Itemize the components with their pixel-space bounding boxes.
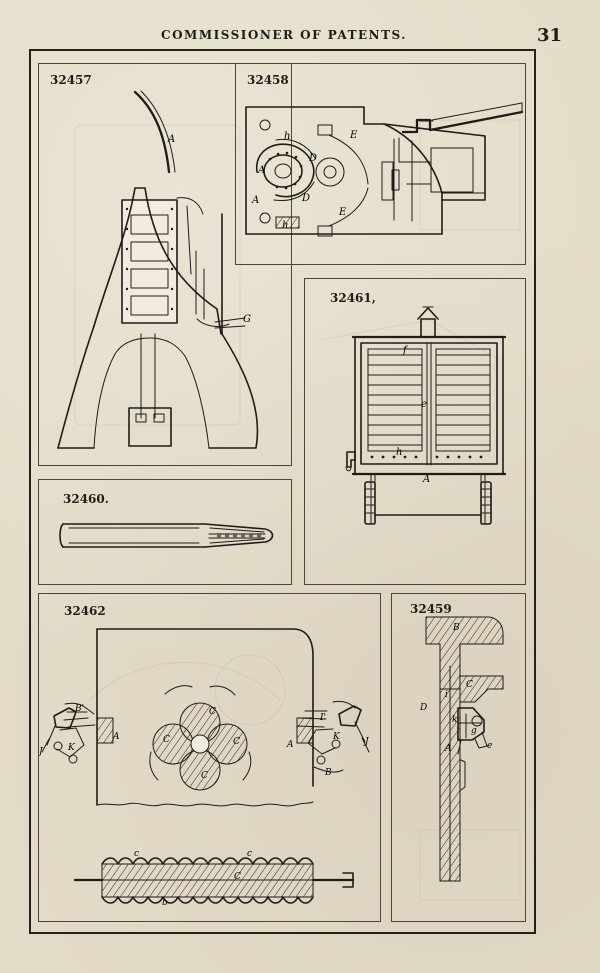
figure-32458-letter-d-top: D bbox=[308, 153, 317, 164]
figure-32457-letter-a: A bbox=[167, 134, 175, 145]
figure-number-32457: 32457 bbox=[50, 73, 92, 87]
figure-32462-letter-a-left: A bbox=[112, 732, 120, 742]
figure-32461-letter-h: h bbox=[396, 447, 402, 458]
figure-32458-letter-e-bottom: E bbox=[338, 207, 347, 218]
figure-32459-letter-i: i bbox=[445, 690, 448, 700]
figure-32460-illustration bbox=[59, 523, 274, 548]
figure-32462-letter-a-right: A bbox=[286, 740, 294, 750]
figure-panel-32462: 32462 bbox=[38, 593, 381, 922]
header-title: COMMISSIONER OF PATENTS. bbox=[161, 28, 407, 42]
figure-panel-32461: 32461, bbox=[304, 278, 526, 585]
figure-32462-letter-k-right: K bbox=[332, 732, 341, 742]
figure-32462-letter-c-top: C bbox=[209, 707, 216, 717]
figure-32459-letter-b: B bbox=[452, 623, 460, 633]
figure-32457-letter-g: G bbox=[243, 314, 251, 325]
figure-32462-letter-b-lower: b bbox=[162, 898, 168, 908]
figure-32459-letter-a: A bbox=[444, 744, 452, 754]
figure-number-32461: 32461, bbox=[330, 291, 376, 305]
page-header: COMMISSIONER OF PATENTS. 31 bbox=[30, 25, 562, 48]
figure-32461-illustration: f e h A bbox=[345, 306, 507, 525]
figure-panel-32459: 32459 B C D i k g A e bbox=[391, 593, 526, 922]
figure-32458-letter-h-bottom: h bbox=[282, 220, 288, 231]
figure-32462-letter-c-right: C bbox=[233, 737, 240, 747]
figure-32462-letter-j-left: J bbox=[38, 747, 44, 757]
figure-32457-illustration: A bbox=[57, 90, 259, 449]
figure-32462-letter-c-roller: C bbox=[234, 872, 241, 882]
figure-32458-letter-a-bottom: A bbox=[251, 195, 259, 206]
figure-panel-32457: 32457 A bbox=[38, 63, 292, 466]
figure-32462-letter-i-prime: I' bbox=[319, 713, 326, 723]
figure-32462-letter-c-lower-left: c bbox=[134, 849, 139, 859]
page-number: 31 bbox=[536, 25, 562, 46]
figure-32458-illustration: h E D A A D E h bbox=[245, 102, 524, 237]
figure-32459-illustration: B C D i k g A e bbox=[419, 616, 504, 882]
figure-32459-letter-c: C bbox=[466, 680, 473, 690]
figure-32458-letter-a-left: A bbox=[257, 165, 265, 176]
figure-32462-letter-b-right: B bbox=[324, 768, 332, 778]
figure-32461-letter-f: f bbox=[402, 345, 409, 356]
figure-32459-letter-e: e bbox=[487, 741, 492, 751]
figure-32461-letter-e: e bbox=[421, 399, 427, 410]
figure-32458-letter-d-bottom: D bbox=[301, 193, 310, 204]
figure-32462-letter-k-left: K bbox=[67, 743, 76, 753]
outer-frame bbox=[29, 49, 536, 934]
figure-32459-letter-k: k bbox=[452, 715, 457, 725]
figure-number-32460: 32460. bbox=[63, 492, 109, 506]
figure-panel-32460: 32460. bbox=[38, 479, 292, 585]
figure-32458-letter-h-top: h bbox=[284, 131, 290, 142]
figure-32458-letter-e-top: E bbox=[349, 130, 358, 141]
figure-32459-letter-d: D bbox=[419, 703, 427, 713]
figure-panel-32458: 32458 bbox=[235, 63, 526, 265]
figure-32462-illustration: B' A K J A I' K J B C C C C c c C b bbox=[38, 628, 370, 908]
figure-32462-letter-c-lower-right: c bbox=[247, 849, 252, 859]
figure-32462-letter-j-right: J bbox=[363, 737, 370, 747]
figure-32459-letter-g: g bbox=[471, 726, 477, 736]
figure-number-32462: 32462 bbox=[64, 604, 106, 618]
figure-number-32458: 32458 bbox=[247, 73, 289, 87]
figure-number-32459: 32459 bbox=[410, 602, 452, 616]
figure-32462-letter-c-bottom: C bbox=[201, 771, 208, 781]
figure-32462-letter-b-prime: B' bbox=[74, 704, 84, 714]
figure-32461-letter-a: A bbox=[422, 474, 430, 485]
figure-32462-letter-c-left: C bbox=[163, 735, 170, 745]
